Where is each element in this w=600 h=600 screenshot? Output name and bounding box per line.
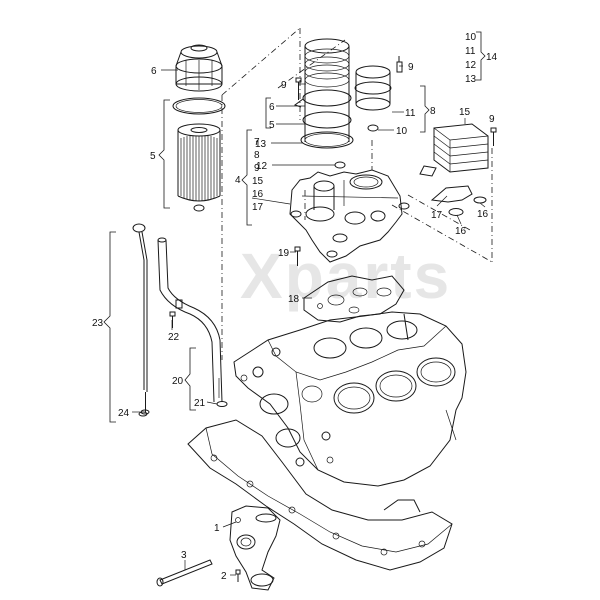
label-21: 21 xyxy=(194,398,206,409)
oil-filter-bracket xyxy=(289,169,410,263)
label-16: 16 xyxy=(455,226,467,237)
oil-filter-element xyxy=(177,123,221,212)
label-9: 9 xyxy=(254,163,260,174)
label-11: 11 xyxy=(405,108,416,119)
label-16: 16 xyxy=(477,209,489,220)
oil-cooler-gasket xyxy=(430,185,473,203)
label-1: 1 xyxy=(214,523,220,534)
label-6: 6 xyxy=(151,66,157,77)
oil-cooler xyxy=(419,123,489,177)
label-17: 17 xyxy=(252,202,264,213)
small-o-ring-12 xyxy=(334,161,346,169)
label-12: 12 xyxy=(256,161,268,172)
label-22: 22 xyxy=(168,332,180,343)
label-4: 4 xyxy=(235,175,241,186)
label-12: 12 xyxy=(465,60,477,71)
label-6: 6 xyxy=(269,102,275,113)
label-15: 15 xyxy=(252,176,264,187)
leader-lines xyxy=(132,65,486,576)
label-3: 3 xyxy=(181,550,187,561)
bolt-2 xyxy=(235,569,241,582)
label-10: 10 xyxy=(396,126,408,137)
label-17: 17 xyxy=(431,210,443,221)
engine-block xyxy=(233,311,467,487)
reference-lines xyxy=(221,27,493,360)
label-11: 11 xyxy=(465,46,476,57)
label-13: 13 xyxy=(465,74,477,85)
bolt-9a xyxy=(295,77,302,100)
label-9: 9 xyxy=(408,62,414,73)
brace-8 xyxy=(420,85,430,133)
brace-23 xyxy=(103,231,116,423)
label-8: 8 xyxy=(254,150,260,161)
oil-pump xyxy=(229,505,281,591)
dipstick-guide-tube xyxy=(157,237,223,403)
label-23: 23 xyxy=(92,318,104,329)
label-18: 18 xyxy=(288,294,300,305)
o-ring-21 xyxy=(216,401,228,407)
label-7-render: 7 xyxy=(254,137,260,148)
label-5: 5 xyxy=(269,120,275,131)
oil-cooler-housing-tube xyxy=(293,38,354,149)
brace-14 xyxy=(476,31,486,81)
brace-5 xyxy=(158,99,170,209)
oil-filter-o-ring xyxy=(172,97,226,115)
label-14: 14 xyxy=(486,52,498,63)
brace-5b-6 xyxy=(265,97,271,129)
callout-labels: 6 5 9 9 6 5 13 7 12 7 7 7 7 4 7 7 7 7 7 … xyxy=(92,32,498,582)
label-9: 9 xyxy=(489,114,495,125)
oil-filter-cap xyxy=(175,44,223,92)
label-5: 5 xyxy=(150,151,156,162)
label-20: 20 xyxy=(172,376,184,387)
label-10: 10 xyxy=(465,32,477,43)
oil-pressure-switch-housing xyxy=(354,56,403,132)
bolt-22 xyxy=(169,311,176,328)
label-19: 19 xyxy=(278,248,290,259)
dipstick xyxy=(132,223,148,417)
label-9: 9 xyxy=(281,80,287,91)
bracket-gasket xyxy=(303,275,405,323)
brace-20 xyxy=(184,347,196,411)
label-16: 16 xyxy=(252,189,264,200)
bolt-19 xyxy=(294,246,301,266)
bolt-9d xyxy=(490,127,497,146)
label-24: 24 xyxy=(118,408,130,419)
watermark: Xparts xyxy=(240,240,451,312)
label-2: 2 xyxy=(221,571,227,582)
o-ring-24 xyxy=(140,409,150,415)
label-15: 15 xyxy=(459,107,471,118)
label-13: 13 xyxy=(255,139,267,150)
oil-sump xyxy=(187,419,453,571)
pump-drive-shaft xyxy=(156,559,213,587)
brace-4 xyxy=(241,129,252,226)
label-8: 8 xyxy=(430,106,436,117)
